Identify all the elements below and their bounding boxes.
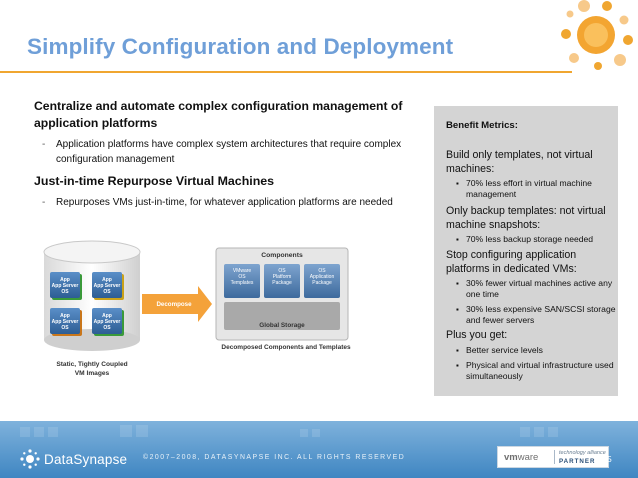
- decompose-arrow: [142, 286, 212, 322]
- badge-partner: PARTNER: [559, 458, 596, 465]
- benefit-sub: ▪70% less backup storage needed: [456, 234, 594, 244]
- diagram-graphic: [43, 240, 349, 351]
- bullet-text: Application platforms have complex syste…: [56, 139, 402, 165]
- diagram-caption: Decomposed Components and Templates: [221, 344, 351, 351]
- square-bullet-icon: ▪: [456, 279, 459, 288]
- benefit-sub: ▪70% less effort in virtual machine mana…: [456, 178, 592, 199]
- components-title: Components: [261, 252, 303, 259]
- bullet-item: - Application platforms have complex sys…: [34, 137, 429, 167]
- benefit-item: Plus you get: ▪Better service levels ▪Ph…: [446, 328, 616, 382]
- benefit-item: Only backup templates: not virtual machi…: [446, 204, 616, 245]
- benefit-sub: ▪30% fewer virtual machines active any o…: [456, 278, 613, 299]
- copyright-text: ©2007–2008, DATASYNAPSE INC. ALL RIGHTS …: [143, 454, 406, 461]
- benefit-metrics-panel: Benefit Metrics: Build only templates, n…: [434, 106, 618, 396]
- benefit-main: Stop configuring application platforms i…: [446, 249, 577, 275]
- vmware-logo: vmware: [504, 452, 539, 463]
- bullet-marker: -: [42, 139, 46, 150]
- benefit-main: Build only templates, not virtual machin…: [446, 149, 593, 175]
- components-box: [215, 247, 349, 341]
- square-bullet-icon: ▪: [456, 346, 459, 355]
- benefit-sub: ▪30% less expensive SAN/SCSI storage and…: [456, 304, 616, 325]
- decompose-label: Decompose: [156, 301, 192, 308]
- benefit-item: Build only templates, not virtual machin…: [446, 148, 616, 200]
- brand-name: DataSynapse: [44, 451, 128, 467]
- square-bullet-icon: ▪: [456, 361, 459, 370]
- heading-centralize: Centralize and automate complex configur…: [34, 99, 403, 130]
- square-bullet-icon: ▪: [456, 235, 459, 244]
- bullet-text: Repurposes VMs just-in-time, for whateve…: [56, 197, 393, 208]
- datasynapse-logo: DataSynapse: [20, 449, 127, 469]
- panel-heading: Benefit Metrics:: [446, 120, 518, 131]
- vmware-partner-badge: vmware technology alliance PARTNER: [497, 446, 609, 468]
- square-bullet-icon: ▪: [456, 179, 459, 188]
- benefit-sub: ▪Better service levels: [456, 345, 543, 355]
- square-bullet-icon: ▪: [456, 305, 459, 314]
- slide-title: Simplify Configuration and Deployment: [27, 34, 454, 59]
- bullet-item: - Repurposes VMs just-in-time, for whate…: [34, 195, 429, 210]
- benefit-main: Only backup templates: not virtual machi…: [446, 205, 606, 231]
- title-divider: [0, 71, 572, 73]
- bullet-marker: -: [42, 197, 46, 208]
- vm-image-stack: [43, 240, 141, 351]
- global-storage-label: Global Storage: [259, 322, 305, 329]
- heading-just-in-time: Just-in-time Repurpose Virtual Machines: [34, 174, 275, 188]
- left-content: Centralize and automate complex configur…: [34, 98, 429, 210]
- datasynapse-mark-icon: [20, 449, 40, 469]
- badge-separator: [554, 450, 555, 464]
- badge-tagline: technology alliance: [559, 450, 606, 456]
- orb-logo-icon: [561, 0, 633, 70]
- benefit-item: Stop configuring application platforms i…: [446, 248, 616, 326]
- stack-caption: Static, Tightly Coupled VM Images: [56, 361, 128, 377]
- benefit-main: Plus you get:: [446, 329, 508, 341]
- benefit-sub: ▪Physical and virtual infrastructure use…: [456, 360, 614, 381]
- page-number: 5: [607, 454, 612, 464]
